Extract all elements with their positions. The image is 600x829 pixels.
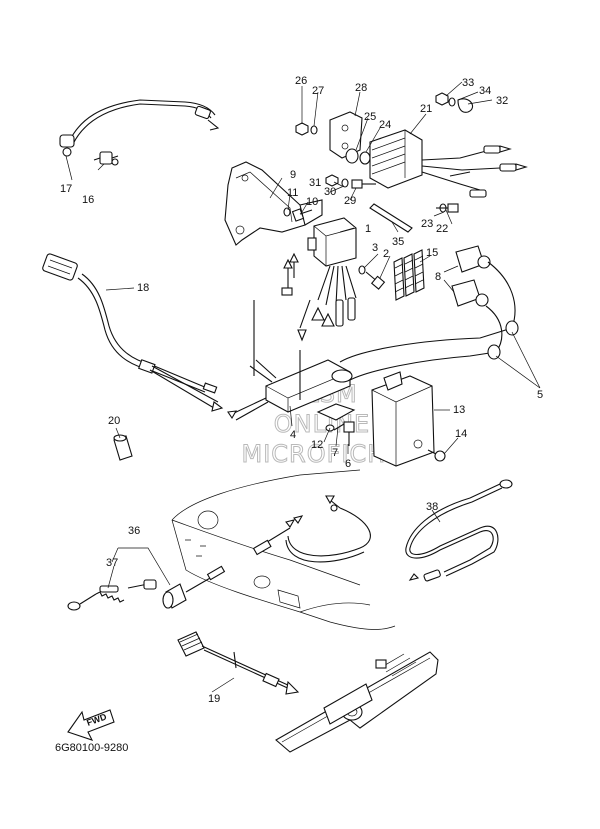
cowling-outline <box>171 469 396 630</box>
stop-switch-36 <box>162 565 226 609</box>
bolt-14 <box>427 449 446 462</box>
callout-17: 17 <box>60 183 72 195</box>
lanyard-37 <box>67 579 157 611</box>
callout-26: 26 <box>295 75 307 87</box>
callout-3: 3 <box>372 242 378 254</box>
electrical-box-13 <box>371 371 435 467</box>
leader-36-bracket <box>111 547 171 586</box>
callout-20: 20 <box>108 415 120 427</box>
washer-27 <box>310 125 318 135</box>
cable-19 <box>177 631 300 695</box>
bolt-29-30-31 <box>325 174 376 189</box>
callout-35: 35 <box>392 236 404 248</box>
callout-4: 4 <box>290 429 296 441</box>
callout-1: 1 <box>365 223 371 235</box>
battery-cable-17 <box>59 99 220 157</box>
callout-25: 25 <box>364 111 376 123</box>
ignition-coil-4 <box>227 300 353 421</box>
callout-15: 15 <box>426 247 438 259</box>
cdi-unit-1 <box>297 217 357 342</box>
bottom-bracket <box>275 651 439 753</box>
callout-27: 27 <box>312 85 324 97</box>
callout-38: 38 <box>426 501 438 513</box>
callout-12: 12 <box>311 439 323 451</box>
callout-30: 30 <box>324 186 336 198</box>
bolt-22-23 <box>436 203 459 213</box>
callout-29: 29 <box>344 195 356 207</box>
callout-28: 28 <box>355 82 367 94</box>
callout-23: 23 <box>421 218 433 230</box>
sensor-16 <box>93 151 119 166</box>
nut-26 <box>295 122 309 136</box>
grommet-20 <box>113 434 133 461</box>
callout-13: 13 <box>453 404 465 416</box>
leader-lines <box>65 81 541 693</box>
callout-19: 19 <box>208 693 220 705</box>
rectifier-regulator-21 <box>369 129 528 198</box>
lead-wire-38 <box>405 479 513 582</box>
screw-32-33-34 <box>435 92 473 113</box>
callout-16: 16 <box>82 194 94 206</box>
bracket-9 <box>224 161 323 246</box>
plug-caps-15 <box>393 249 425 301</box>
diagram-code: 6G80100-9280 <box>55 742 128 754</box>
screws-6-7-12 <box>316 403 356 446</box>
callout-36: 36 <box>128 525 140 537</box>
callout-11: 11 <box>287 187 298 199</box>
callout-6: 6 <box>345 458 351 470</box>
callout-5: 5 <box>537 389 543 401</box>
high-tension-cord-5 <box>339 261 519 381</box>
callout-18: 18 <box>137 282 149 294</box>
cowling-leads <box>252 495 371 563</box>
callout-numbers: 1 2 3 4 5 6 7 8 9 10 11 12 13 14 15 16 1… <box>60 75 543 705</box>
connector-arrows <box>281 252 299 296</box>
callout-33: 33 <box>462 77 474 89</box>
callout-34: 34 <box>479 85 491 97</box>
bracket-28 <box>329 111 363 159</box>
bolt-2 <box>365 271 386 290</box>
callout-21: 21 <box>420 103 432 115</box>
callout-10: 10 <box>306 196 318 208</box>
callout-37: 37 <box>106 557 118 569</box>
callout-2: 2 <box>383 248 389 260</box>
fwd-arrow: FWD <box>67 709 115 741</box>
bolt-10 <box>291 208 313 222</box>
plug-cap-8 <box>451 245 491 307</box>
washer-3 <box>358 265 366 275</box>
collar-24-25 <box>345 148 371 165</box>
wire-harness-18 <box>42 253 224 412</box>
callout-32: 32 <box>496 95 508 107</box>
callout-14: 14 <box>455 428 467 440</box>
callout-8: 8 <box>435 271 441 283</box>
callout-7: 7 <box>332 447 338 459</box>
washer-11 <box>283 207 291 217</box>
callout-31: 31 <box>309 177 321 189</box>
callout-22: 22 <box>436 223 448 235</box>
callout-9: 9 <box>290 169 296 181</box>
band-35 <box>369 203 413 233</box>
callout-24: 24 <box>379 119 391 131</box>
